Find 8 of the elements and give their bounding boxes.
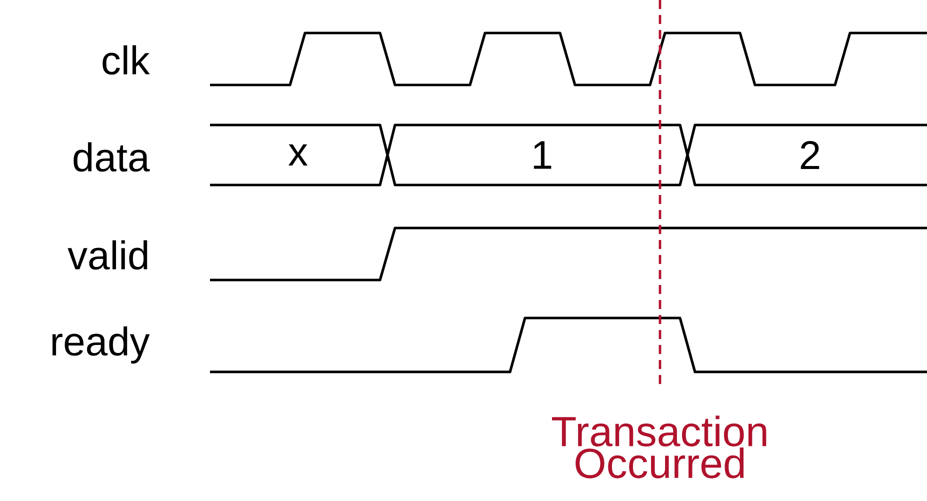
annotation-text: Transaction Occurred	[552, 416, 766, 478]
signal-label: data	[74, 142, 150, 172]
signal-label: valid	[68, 240, 148, 270]
data-value: 2	[800, 141, 820, 169]
signal-label: ready	[52, 326, 150, 364]
data-value: 1	[534, 141, 552, 169]
signal-label: clk	[102, 45, 150, 75]
data-value: x	[288, 144, 308, 166]
